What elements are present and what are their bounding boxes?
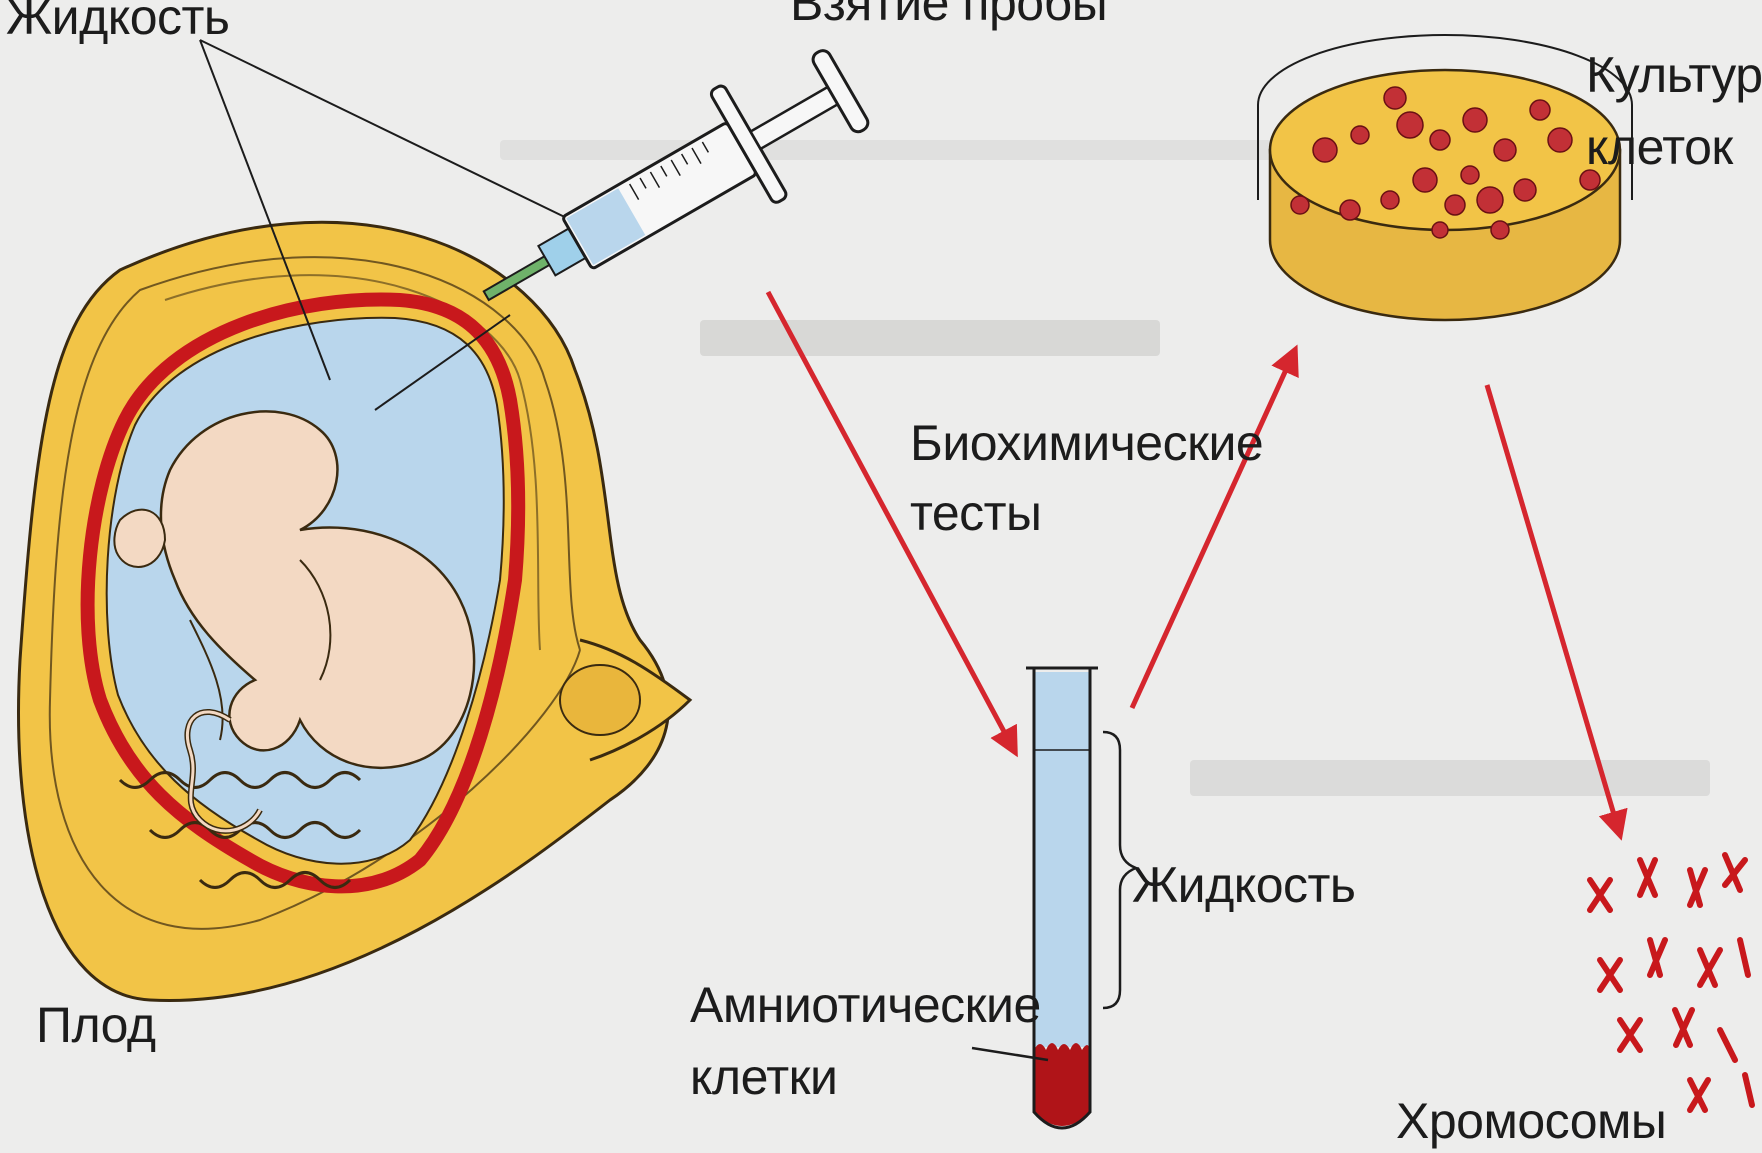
culture-label-line2: клеток: [1586, 122, 1733, 172]
chromosomes-icon: [1590, 855, 1752, 1110]
culture-label-line1: Культура: [1586, 50, 1762, 100]
amnio-cells-label-line1: Амниотические: [690, 980, 1041, 1030]
biochem-label-line1: Биохимические: [910, 418, 1263, 468]
biochem-label-line2: тесты: [910, 488, 1041, 538]
chromosomes-label: Хромосомы: [1396, 1096, 1666, 1146]
process-arrows: [768, 292, 1620, 835]
fluid-label-tube: Жидкость: [1132, 860, 1355, 910]
test-tube-icon: [972, 668, 1136, 1128]
petri-dish-icon: [1258, 35, 1632, 320]
arrow-to-culture: [1132, 350, 1295, 708]
fluid-label-top: Жидкость: [6, 0, 229, 42]
amnio-cells-label-line2: клетки: [690, 1052, 837, 1102]
fetus-label: Плод: [36, 1000, 156, 1050]
sampling-label: Взятие пробы: [790, 0, 1107, 28]
